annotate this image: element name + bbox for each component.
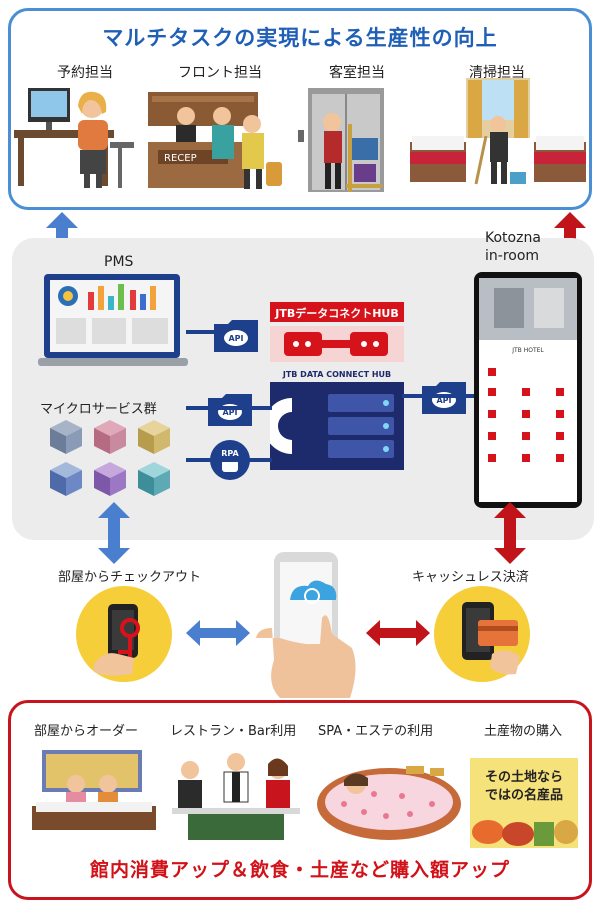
hub-subtitle: JTB DATA CONNECT HUB [282, 370, 391, 379]
room-order-illustration [32, 750, 156, 830]
restaurant-bar-illustration [172, 753, 300, 840]
item-label-souvenir: 土産物の購入 [484, 724, 563, 739]
checkout-label: 部屋からチェックアウト [58, 570, 202, 585]
checkout-phone-key-icon [76, 586, 172, 682]
room-staff-illustration [298, 88, 384, 192]
api-label: API [222, 408, 237, 417]
checkout-arrow [98, 502, 130, 564]
spa-esthetic-illustration [317, 766, 461, 840]
connector-line-rpa [186, 458, 272, 462]
item-label-room-order: 部屋からオーダー [34, 724, 139, 739]
connector-line-microservices [186, 406, 272, 410]
role-label-room: 客室担当 [329, 65, 385, 81]
cashless-link-arrow [366, 620, 430, 646]
microservices-cubes [50, 420, 170, 496]
checkout-link-arrow [186, 620, 250, 646]
pms-label: PMS [104, 254, 134, 270]
role-label-cleaning: 清掃担当 [469, 65, 525, 81]
kotozna-label-line1: Kotozna [485, 230, 541, 246]
connector-line-kotozna [402, 394, 478, 398]
local-products-icon [472, 820, 578, 846]
souvenir-text-line2: ではの名産品 [484, 788, 563, 803]
hand-smartphone-illustration [256, 552, 356, 698]
cashless-card-phone-icon [434, 586, 530, 682]
consumption-title: 館内消費アップ＆飲食・土産など購入額アップ [89, 859, 510, 881]
cashless-label: キャッシュレス決済 [412, 570, 529, 585]
hub-title: JTBデータコネクトHUB [274, 306, 399, 320]
reception-sign: RECEP [164, 153, 197, 164]
api-folder-pms: API [214, 320, 258, 352]
api-label: API [228, 334, 243, 343]
kotozna-label-line2: in-room [485, 248, 540, 264]
item-label-restaurant: レストラン・Bar利用 [170, 724, 297, 739]
productivity-title: マルチタスクの実現による生産性の向上 [102, 26, 498, 50]
cashless-arrow [494, 502, 526, 564]
item-label-spa: SPA・エステの利用 [318, 724, 434, 739]
role-label-front: フロント担当 [178, 65, 262, 81]
pms-laptop [38, 274, 188, 366]
phone-hotel-name: JTB HOTEL [511, 347, 544, 354]
microservices-label: マイクロサービス群 [40, 402, 157, 417]
kotozna-phone: JTB HOTEL [474, 272, 582, 508]
connector-line-pms [186, 330, 216, 334]
souvenir-text-line1: その土地なら [484, 770, 563, 785]
front-desk-illustration: RECEP [148, 92, 282, 189]
cleaning-staff-illustration [410, 78, 586, 185]
data-connect-hub: JTBデータコネクトHUB JTB DATA CONNECT HUB [270, 302, 404, 470]
role-label-reservation: 予約担当 [57, 65, 113, 81]
cube-icon [50, 420, 82, 454]
rpa-label: RPA [221, 449, 239, 458]
api-label: API [436, 396, 451, 405]
reservation-staff-illustration [14, 88, 134, 188]
souvenir-illustration: その土地なら ではの名産品 [470, 758, 578, 848]
